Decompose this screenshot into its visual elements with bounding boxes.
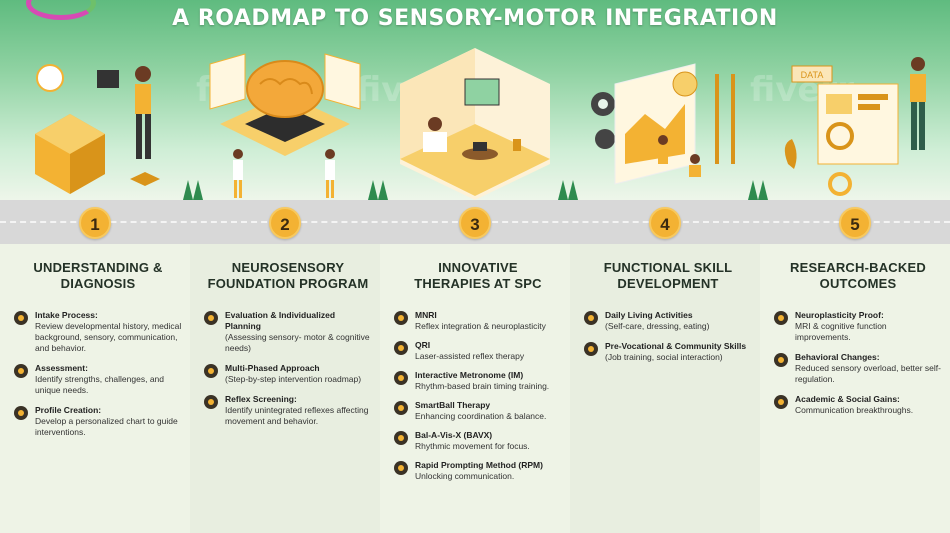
brain-icon: [246, 60, 324, 118]
tree-icon: [558, 180, 568, 200]
scene-4-skills-illustration: [591, 63, 735, 185]
list-item: Pre-Vocational & Community Skills(Job tr…: [584, 341, 752, 363]
step-5-marker: 5: [839, 207, 871, 239]
gear-icon-small: [595, 129, 615, 149]
step-4-marker: 4: [649, 207, 681, 239]
checklist-icon: [14, 364, 28, 378]
scene-1-cubes-illustration: [35, 64, 160, 194]
profile-icon: [14, 406, 28, 420]
neuro-icon: [774, 311, 788, 325]
step-4-heading: FUNCTIONAL SKILL DEVELOPMENT: [603, 260, 733, 291]
list-item: Evaluation & Individualized Planning(Ass…: [204, 310, 372, 354]
person-head: [135, 66, 151, 82]
list-item: Neuroplasticity Proof:MRI & cognitive fu…: [774, 310, 942, 343]
therapist: [423, 132, 447, 152]
list-item: Behavioral Changes:Reduced sensory overl…: [774, 352, 942, 385]
list-item: Multi-Phased Approach(Step-by-step inter…: [204, 363, 372, 385]
metronome-icon: [394, 371, 408, 385]
video-call-screen: [464, 78, 500, 106]
tree-icon: [748, 180, 758, 200]
chart-panel-left: [209, 53, 246, 110]
tree-icon: [368, 180, 378, 200]
pie-chart-icon: [826, 122, 854, 150]
tree-icon: [193, 180, 203, 200]
step-2-heading: NEUROSENSORY FOUNDATION PROGRAM: [207, 260, 369, 291]
list-item: Intake Process:Review developmental hist…: [14, 310, 182, 354]
reflex-icon: [204, 395, 218, 409]
step-4-column: FUNCTIONAL SKILL DEVELOPMENT Daily Livin…: [570, 244, 760, 533]
behavior-icon: [774, 353, 788, 367]
data-sign: [791, 65, 833, 83]
laptop-icon: [473, 142, 487, 151]
step-3-heading: INNOVATIVE THERAPIES AT SPC: [414, 260, 542, 291]
tree-icon: [568, 180, 578, 200]
data-sign-label: DATA: [801, 70, 824, 80]
idea-bulb-icon: [672, 71, 698, 97]
reflex-integration-icon: [394, 311, 408, 325]
brain-icon-small: [204, 311, 218, 325]
communication-icon: [394, 461, 408, 475]
list-item: Rapid Prompting Method (RPM)Unlocking co…: [394, 460, 562, 482]
scene-2-brain-illustration: [209, 53, 361, 198]
page-title: A ROADMAP TO SENSORY-MOTOR INTEGRATION: [172, 6, 778, 31]
tree-icon: [758, 180, 768, 200]
magnifier-icon: [828, 172, 852, 196]
vr-headset-icon: [97, 70, 119, 88]
clipboard-icon: [14, 311, 28, 325]
list-item: Assessment:Identify strengths, challenge…: [14, 363, 182, 396]
step-1-column: UNDERSTANDING & DIAGNOSIS Intake Process…: [0, 244, 190, 533]
laser-icon: [394, 341, 408, 355]
tree-icon: [378, 180, 388, 200]
rhythm-icon: [394, 431, 408, 445]
scene-5-research-illustration: DATA: [784, 57, 926, 196]
list-item: Bal-A-Vis-X (BAVX)Rhythmic movement for …: [394, 430, 562, 452]
step-2-marker: 2: [269, 207, 301, 239]
ball-icon: [394, 401, 408, 415]
person-body: [135, 84, 151, 114]
list-item: Reflex Screening:Identify unintegrated r…: [204, 394, 372, 427]
community-icon: [584, 342, 598, 356]
scene-3-room-illustration: [400, 48, 550, 200]
list-item: Daily Living Activities(Self-care, dress…: [584, 310, 752, 332]
ladder: [715, 74, 719, 164]
table: [462, 148, 498, 160]
step-2-column: NEUROSENSORY FOUNDATION PROGRAM Evaluati…: [190, 244, 380, 533]
lightbulb-head-icon: [36, 64, 64, 92]
academic-icon: [774, 395, 788, 409]
list-item: Interactive Metronome (IM)Rhythm-based b…: [394, 370, 562, 392]
step-1-heading: UNDERSTANDING & DIAGNOSIS: [33, 260, 163, 291]
steps-icon: [204, 364, 218, 378]
step-3-marker: 3: [459, 207, 491, 239]
list-item: Academic & Social Gains:Communication br…: [774, 394, 942, 416]
tree-icon: [183, 180, 193, 200]
step-5-column: RESEARCH-BACKED OUTCOMES Neuroplasticity…: [760, 244, 950, 533]
step-1-marker: 1: [79, 207, 111, 239]
step-5-heading: RESEARCH-BACKED OUTCOMES: [790, 260, 926, 291]
daily-living-icon: [584, 311, 598, 325]
plant: [784, 139, 797, 169]
chart-panel-right: [324, 53, 361, 110]
list-item: Profile Creation:Develop a personalized …: [14, 405, 182, 438]
